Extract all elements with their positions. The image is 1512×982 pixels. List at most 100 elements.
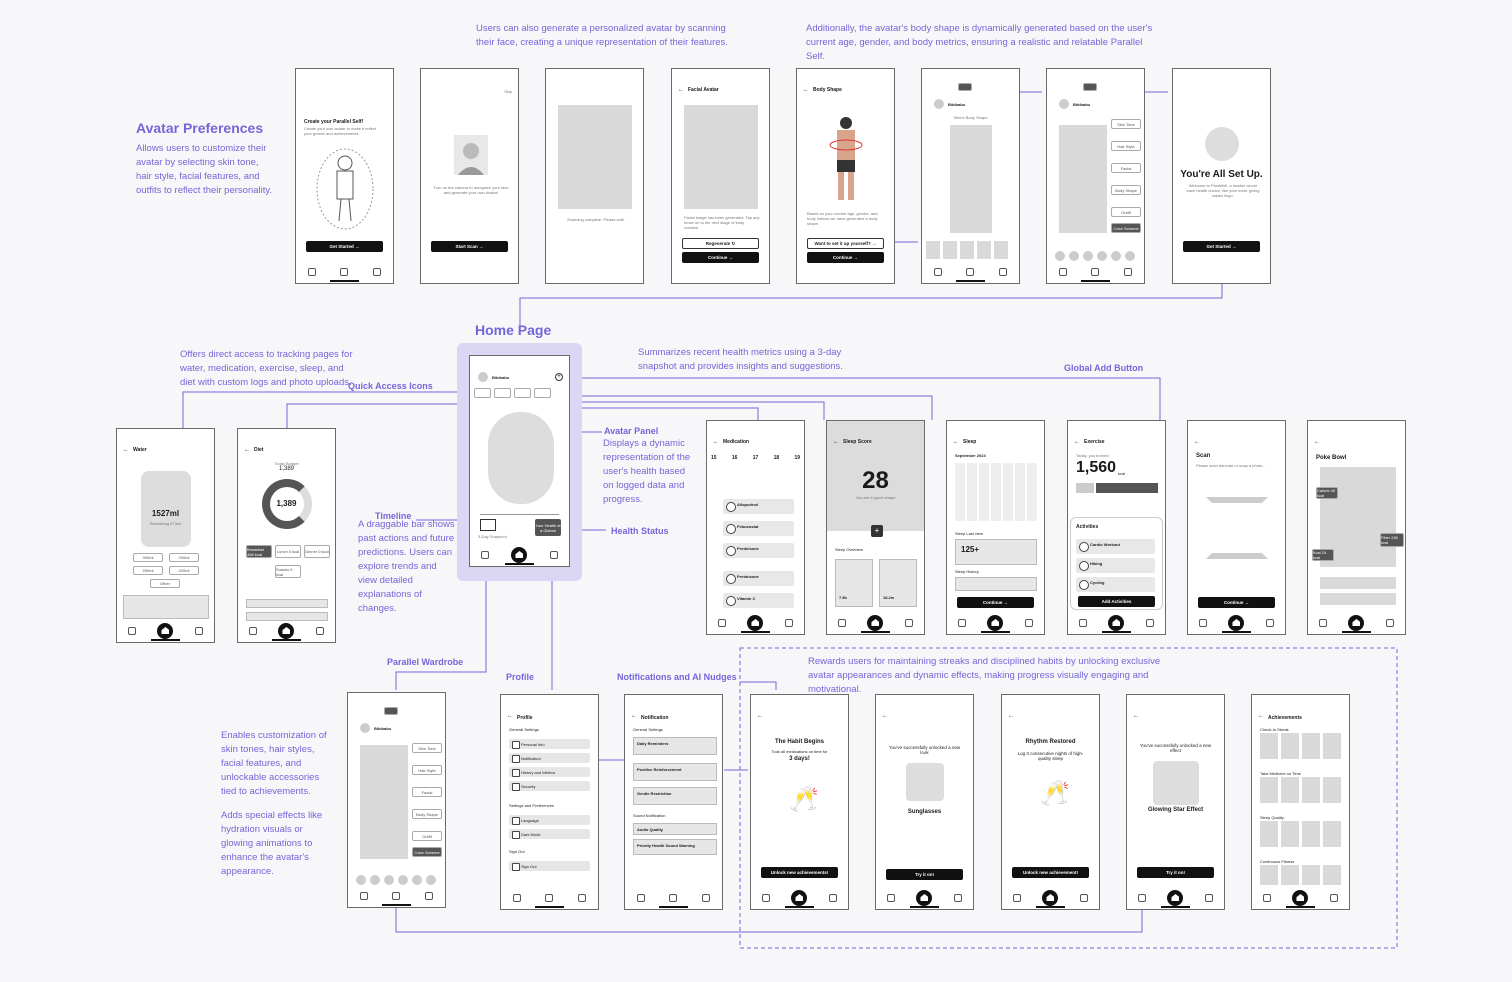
continue-button[interactable]: Continue → bbox=[682, 252, 759, 263]
screen-subtitle: Create your own avatar to make it reflec… bbox=[304, 126, 384, 136]
profile-item[interactable]: Language bbox=[509, 815, 590, 825]
back-arrow-icon[interactable]: ← bbox=[882, 713, 888, 719]
wardrobe-desc-1: Enables customization of skin tones, hai… bbox=[221, 729, 331, 799]
outfit-option[interactable]: Outfit bbox=[412, 831, 442, 841]
med-item[interactable]: Prednisone bbox=[723, 571, 794, 586]
body-shape-option[interactable]: Body Shape bbox=[1111, 185, 1141, 195]
back-arrow-icon[interactable]: ← bbox=[713, 439, 719, 445]
notif-setting[interactable]: Priority Health Sound Warning bbox=[633, 839, 717, 855]
notif-setting[interactable]: Daily Reminders bbox=[633, 737, 717, 755]
body-shape-options[interactable] bbox=[926, 241, 1008, 259]
add-icon[interactable]: + bbox=[555, 373, 563, 381]
badge-row[interactable] bbox=[1260, 733, 1341, 759]
badge-row[interactable] bbox=[1260, 865, 1341, 885]
skip-link[interactable]: Skip bbox=[504, 89, 512, 94]
back-arrow-icon[interactable]: ← bbox=[1194, 439, 1200, 445]
avatar-panel-label: Avatar Panel bbox=[604, 426, 658, 436]
body-shape-option[interactable]: Body Shape bbox=[412, 809, 442, 819]
back-arrow-icon[interactable]: ← bbox=[803, 87, 809, 93]
meal-chip[interactable]: Breakfast 468 kcal bbox=[246, 545, 272, 558]
water-log bbox=[123, 595, 209, 619]
meal-chip[interactable]: Snacks 0 kcal bbox=[275, 565, 301, 578]
color-scheme-option[interactable]: Color Scheme bbox=[1111, 223, 1141, 233]
activity-item[interactable]: Hiking bbox=[1076, 558, 1155, 573]
add-icon[interactable]: + bbox=[871, 525, 883, 537]
unlock-button[interactable]: Unlock new achievement! bbox=[1012, 867, 1089, 878]
back-arrow-icon[interactable]: ← bbox=[833, 439, 839, 445]
back-arrow-icon[interactable]: ← bbox=[1008, 713, 1014, 719]
water-chip[interactable]: 300ml bbox=[133, 553, 163, 562]
unlock-button[interactable]: Unlock new achievements! bbox=[761, 867, 838, 878]
meal-chip[interactable]: Dinner 0 kcal bbox=[304, 545, 330, 558]
badge-row[interactable] bbox=[1260, 777, 1341, 803]
badge-row[interactable] bbox=[1260, 821, 1341, 847]
reward-item: Sunglasses bbox=[876, 809, 973, 815]
view-toggle-icon[interactable] bbox=[1083, 83, 1097, 91]
hair-style-option[interactable]: Hair Style bbox=[412, 765, 442, 775]
user-name: Bibibabu bbox=[374, 726, 391, 731]
color-swatches[interactable] bbox=[1055, 251, 1135, 261]
try-it-on-button[interactable]: Try it on! bbox=[886, 869, 963, 880]
sleep-calendar[interactable] bbox=[955, 463, 1037, 521]
facial-option[interactable]: Facial bbox=[1111, 163, 1141, 173]
regenerate-button[interactable]: Regenerate ↻ bbox=[682, 238, 759, 249]
set-up-yourself-button[interactable]: Want to set it up yourself? → bbox=[807, 238, 884, 249]
profile-item[interactable]: History and Metrics bbox=[509, 767, 590, 777]
back-arrow-icon[interactable]: ← bbox=[757, 713, 763, 719]
color-scheme-option[interactable]: Color Scheme bbox=[412, 847, 442, 857]
skin-tone-option[interactable]: Skin Tone bbox=[1111, 119, 1141, 129]
back-arrow-icon[interactable]: ← bbox=[507, 713, 513, 719]
view-toggle-icon[interactable] bbox=[384, 707, 398, 715]
back-arrow-icon[interactable]: ← bbox=[1258, 713, 1264, 719]
get-started-button[interactable]: Get Started → bbox=[1183, 241, 1260, 252]
back-arrow-icon[interactable]: ← bbox=[1314, 439, 1320, 445]
profile-item[interactable]: Security bbox=[509, 781, 590, 791]
activity-item[interactable]: Cardio Workout bbox=[1076, 539, 1155, 554]
back-arrow-icon[interactable]: ← bbox=[1074, 439, 1080, 445]
water-chip[interactable]: 250ml bbox=[133, 566, 163, 575]
add-activities-button[interactable]: Add Activities bbox=[1078, 596, 1155, 607]
med-item[interactable]: Allopurinol bbox=[723, 499, 794, 514]
notif-setting[interactable]: Positive Reinforcement bbox=[633, 763, 717, 781]
all-set-sub: Welcome to ParaWell, a newbie whom each … bbox=[1185, 183, 1261, 198]
med-item[interactable]: Prednisone bbox=[723, 543, 794, 558]
health-status-button[interactable]: Your Health at a Glance bbox=[535, 519, 561, 536]
view-toggle-icon[interactable] bbox=[958, 83, 972, 91]
med-item[interactable]: Febuxostat bbox=[723, 521, 794, 536]
profile-item[interactable]: Notification bbox=[509, 753, 590, 763]
timeline-bar[interactable] bbox=[480, 514, 559, 515]
activity-item[interactable]: Cycling bbox=[1076, 577, 1155, 592]
hair-style-option[interactable]: Hair Style bbox=[1111, 141, 1141, 151]
continue-button[interactable]: Continue → bbox=[807, 252, 884, 263]
facial-option[interactable]: Facial bbox=[412, 787, 442, 797]
med-item[interactable]: Vitamin C bbox=[723, 593, 794, 608]
other-chip[interactable]: Other bbox=[150, 579, 180, 588]
back-arrow-icon[interactable]: ← bbox=[953, 439, 959, 445]
sign-out-item[interactable]: Sign Out bbox=[509, 861, 590, 871]
back-arrow-icon[interactable]: ← bbox=[1133, 713, 1139, 719]
water-chip[interactable]: 200ml bbox=[169, 553, 199, 562]
get-started-button[interactable]: Get Started → bbox=[306, 241, 383, 252]
back-arrow-icon[interactable]: ← bbox=[244, 447, 250, 453]
snapshot-chart-icon[interactable] bbox=[480, 519, 496, 531]
skin-tone-option[interactable]: Skin Tone bbox=[412, 743, 442, 753]
dark-mode-toggle[interactable]: Dark Mode bbox=[509, 829, 590, 839]
notif-setting[interactable]: Gentle Restriction bbox=[633, 787, 717, 805]
back-arrow-icon[interactable]: ← bbox=[678, 87, 684, 93]
avatar-panel[interactable] bbox=[488, 412, 554, 504]
outfit-option[interactable]: Outfit bbox=[1111, 207, 1141, 217]
continue-button[interactable]: Continue → bbox=[957, 597, 1034, 608]
quick-access-icons[interactable] bbox=[474, 388, 551, 398]
start-scan-button[interactable]: Start Scan → bbox=[431, 241, 508, 252]
continue-button[interactable]: Continue → bbox=[1198, 597, 1275, 608]
try-it-on-button[interactable]: Try it on! bbox=[1137, 867, 1214, 878]
notif-setting[interactable]: Audio Quality bbox=[633, 823, 717, 835]
reward-title: You've successfully unlocked a new look bbox=[888, 745, 961, 755]
water-chip[interactable]: 320ml bbox=[169, 566, 199, 575]
profile-item[interactable]: Personal Info bbox=[509, 739, 590, 749]
back-arrow-icon[interactable]: ← bbox=[123, 447, 129, 453]
meal-chip[interactable]: Lunch 0 kcal bbox=[275, 545, 301, 558]
color-swatches[interactable] bbox=[356, 875, 436, 885]
back-arrow-icon[interactable]: ← bbox=[631, 713, 637, 719]
